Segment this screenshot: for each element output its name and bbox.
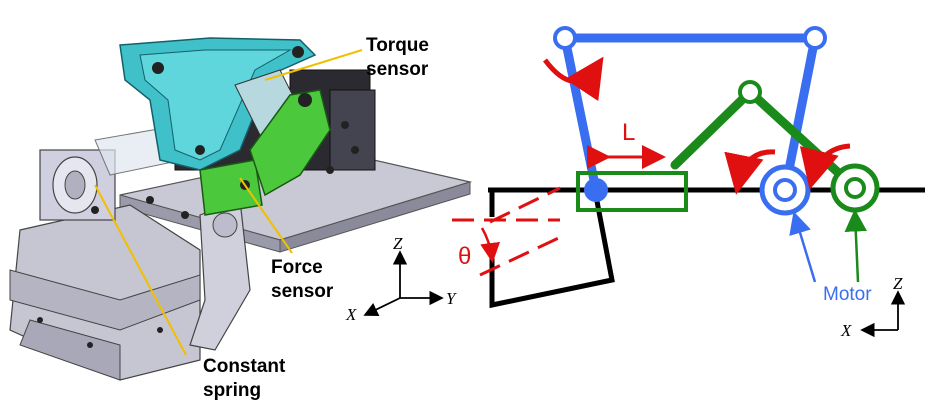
rotation-arrow-green-motor bbox=[799, 143, 851, 190]
left-y-label: Y bbox=[446, 289, 457, 308]
body-link bbox=[489, 195, 615, 309]
torque-label-line1: Torque bbox=[366, 35, 429, 56]
blue-joint-top-left bbox=[553, 26, 577, 50]
spring-label-line1: Constant bbox=[203, 356, 286, 377]
force-label-line1: Force bbox=[271, 257, 323, 278]
angle-indicator: θ bbox=[452, 186, 566, 277]
torque-label-line2: sensor bbox=[366, 59, 429, 80]
right-z-label: Z bbox=[893, 274, 903, 293]
rotation-arrow-blue-motor bbox=[724, 149, 776, 195]
force-sensor-part bbox=[199, 159, 263, 216]
motor-pointer-green bbox=[844, 209, 868, 283]
force-sensor-block bbox=[576, 171, 688, 212]
left-x-label: X bbox=[345, 305, 357, 324]
blue-joint-top-right bbox=[803, 26, 827, 50]
left-axes: Z Y X bbox=[345, 234, 457, 324]
green-linkage-part bbox=[249, 89, 331, 197]
schematic: θ L Motor bbox=[452, 26, 925, 340]
force-label-line2: sensor bbox=[271, 281, 334, 302]
blue-joint-bottom bbox=[584, 178, 608, 202]
length-label: L bbox=[622, 119, 635, 146]
motor-label: Motor bbox=[823, 284, 872, 305]
cad-rendering bbox=[9, 37, 473, 381]
force-callout-line bbox=[239, 177, 293, 254]
left-x-axis bbox=[363, 297, 401, 316]
theta-label: θ bbox=[458, 243, 471, 270]
green-joint-top bbox=[738, 80, 762, 104]
green-linkage bbox=[670, 87, 860, 193]
rotation-arrow-top bbox=[543, 56, 604, 102]
spring-label-line2: spring bbox=[203, 380, 261, 401]
right-x-label: X bbox=[840, 321, 852, 340]
spring-callout-line bbox=[94, 184, 187, 356]
right-axes: Z X bbox=[840, 274, 906, 340]
callout-lines bbox=[94, 49, 363, 356]
torque-callout-line bbox=[264, 49, 363, 81]
motor-pointer-blue bbox=[789, 211, 817, 283]
left-z-label: Z bbox=[393, 234, 403, 253]
